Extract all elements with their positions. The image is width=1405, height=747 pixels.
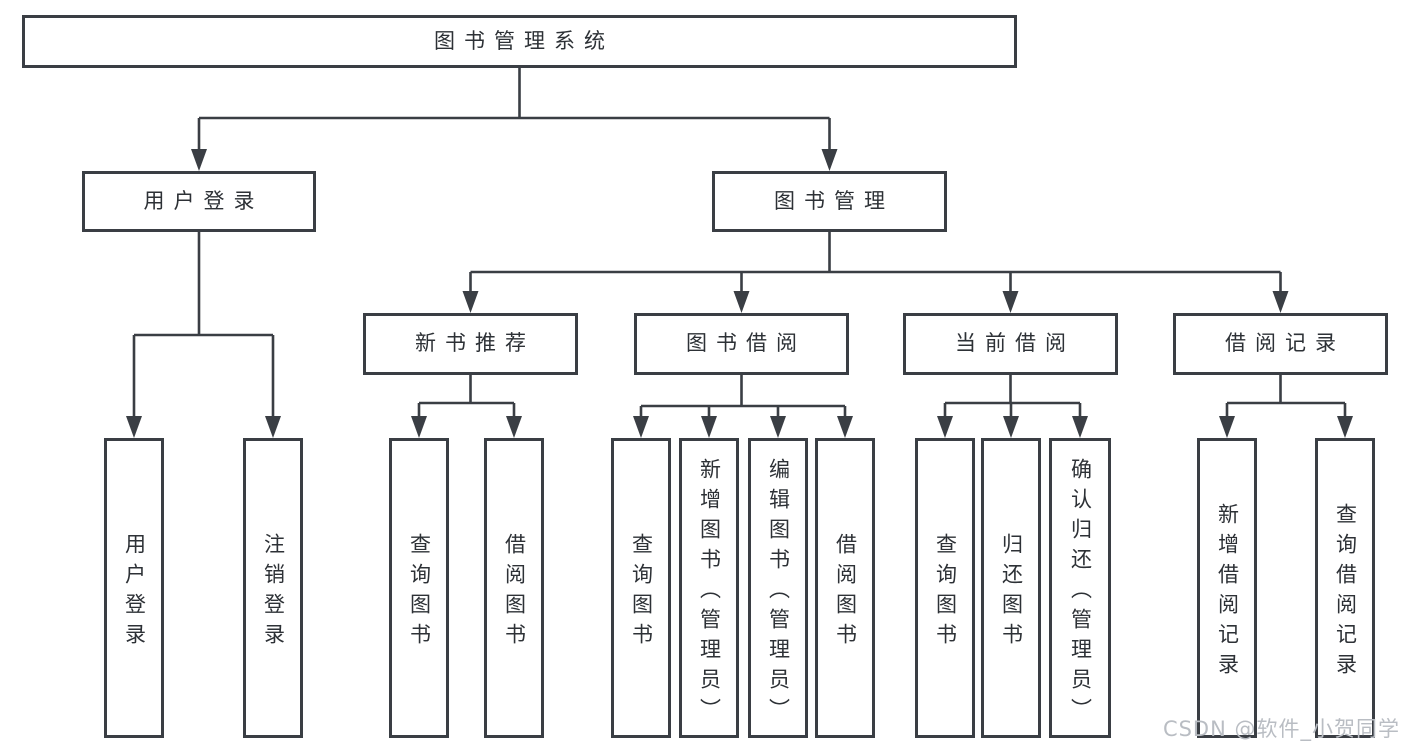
node-label-br-query-record: 查询借阅记录: [1333, 502, 1358, 683]
arrowhead-icon: [937, 416, 953, 438]
node-label-nbr-query-books: 查询图书: [407, 532, 432, 653]
arrowhead-icon: [265, 416, 281, 438]
arrowhead-icon: [1337, 416, 1353, 438]
watermark-text: CSDN @软件_小贺同学: [1162, 717, 1400, 741]
node-bb-query-books: 查询图书: [611, 438, 671, 738]
arrowhead-icon: [411, 416, 427, 438]
connector-path: [132, 232, 275, 422]
connector-path: [197, 68, 831, 155]
node-label-bb-borrow-books: 借阅图书: [833, 532, 858, 653]
arrowhead-icon: [821, 149, 838, 171]
node-label-bb-edit-books: 编辑图书（管理员）: [766, 457, 791, 728]
connector-path: [417, 375, 516, 422]
node-label-user-login: 用户登录: [143, 188, 264, 213]
arrowhead-icon: [126, 416, 142, 438]
node-root: 图书管理系统: [22, 15, 1017, 68]
arrowhead-icon: [1072, 416, 1088, 438]
node-user-login: 用户登录: [82, 171, 316, 232]
arrowhead-icon: [733, 291, 750, 313]
node-cb-query-books: 查询图书: [915, 438, 975, 738]
node-label-book-management: 图书管理: [774, 188, 894, 213]
node-new-book-recommend: 新书推荐: [363, 313, 578, 375]
connector-path: [639, 375, 847, 422]
arrowhead-icon: [1003, 416, 1019, 438]
node-bb-edit-books: 编辑图书（管理员）: [748, 438, 808, 738]
node-br-add-record: 新增借阅记录: [1197, 438, 1257, 738]
node-book-management: 图书管理: [712, 171, 947, 232]
node-label-book-borrowing: 图书借阅: [686, 331, 806, 356]
node-label-current-borrowing: 当前借阅: [955, 331, 1075, 356]
node-ul-user-login: 用户登录: [104, 438, 164, 738]
node-label-cb-confirm-return: 确认归还（管理员）: [1068, 457, 1093, 728]
arrowhead-icon: [462, 291, 479, 313]
node-ul-logout: 注销登录: [243, 438, 303, 738]
arrowhead-icon: [191, 149, 207, 171]
connector-path: [1225, 375, 1347, 422]
arrowhead-icon: [1219, 416, 1235, 438]
node-nbr-borrow-books: 借阅图书: [484, 438, 544, 738]
node-label-ul-logout: 注销登录: [261, 532, 286, 653]
node-label-ul-user-login: 用户登录: [122, 532, 147, 653]
node-bb-borrow-books: 借阅图书: [815, 438, 875, 738]
node-label-new-book-recommend: 新书推荐: [415, 331, 535, 356]
node-label-nbr-borrow-books: 借阅图书: [502, 532, 527, 653]
node-label-cb-return-books: 归还图书: [999, 532, 1024, 653]
node-label-root: 图书管理系统: [434, 28, 614, 53]
arrowhead-icon: [633, 416, 649, 438]
node-current-borrowing: 当前借阅: [903, 313, 1118, 375]
arrowhead-icon: [1002, 291, 1019, 313]
node-nbr-query-books: 查询图书: [389, 438, 449, 738]
connector-path: [943, 375, 1082, 422]
node-br-query-record: 查询借阅记录: [1315, 438, 1375, 738]
arrowhead-icon: [837, 416, 853, 438]
node-label-br-add-record: 新增借阅记录: [1215, 502, 1240, 683]
node-book-borrowing: 图书借阅: [634, 313, 849, 375]
node-label-borrowing-records: 借阅记录: [1225, 331, 1345, 356]
node-borrowing-records: 借阅记录: [1173, 313, 1388, 375]
node-cb-return-books: 归还图书: [981, 438, 1041, 738]
arrowhead-icon: [770, 416, 786, 438]
node-label-cb-query-books: 查询图书: [933, 532, 958, 653]
arrowhead-icon: [1272, 291, 1289, 313]
node-cb-confirm-return: 确认归还（管理员）: [1049, 438, 1111, 738]
arrowhead-icon: [506, 416, 522, 438]
arrowhead-icon: [701, 416, 717, 438]
node-label-bb-query-books: 查询图书: [629, 532, 654, 653]
connector-path: [469, 232, 1282, 297]
node-bb-add-books: 新增图书（管理员）: [679, 438, 739, 738]
node-label-bb-add-books: 新增图书（管理员）: [697, 457, 722, 728]
